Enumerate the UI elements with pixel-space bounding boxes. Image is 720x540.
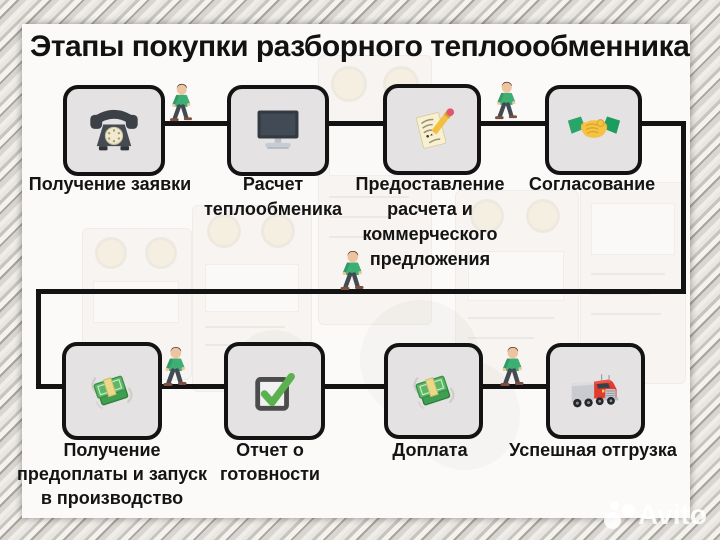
step-label: Успешная отгрузка bbox=[509, 440, 677, 460]
step-box-surcharge bbox=[384, 343, 483, 439]
step-label: Получение заявки bbox=[28, 174, 192, 194]
walking-person-icon bbox=[337, 249, 367, 293]
handshake-icon bbox=[567, 116, 620, 138]
step-box-shipment bbox=[546, 343, 645, 439]
step-label: Отчет о готовности bbox=[220, 440, 320, 484]
money-icon bbox=[84, 366, 140, 416]
step-label: Расчет теплообменика bbox=[203, 174, 343, 219]
step-label: Доплата bbox=[392, 440, 468, 460]
truck-icon bbox=[571, 374, 618, 408]
page-title: Этапы покупки разборного теплоообменника bbox=[30, 30, 690, 63]
step-box-agreement bbox=[545, 85, 642, 175]
computer-icon bbox=[257, 110, 299, 149]
step-label: Получение предоплаты и запуск в производ… bbox=[16, 440, 208, 508]
step-label: Предоставление расчета и коммерческого п… bbox=[355, 174, 505, 269]
phone-icon bbox=[90, 109, 138, 150]
walking-person-icon bbox=[160, 345, 190, 389]
walking-person-icon bbox=[491, 80, 521, 122]
step-box-calculation bbox=[227, 85, 329, 176]
memo-pencil-icon bbox=[415, 107, 455, 149]
step-box-readiness-report bbox=[224, 342, 325, 440]
connector-line bbox=[36, 289, 41, 389]
connector-line bbox=[36, 289, 686, 294]
avito-watermark: Avito bbox=[604, 499, 707, 531]
avito-logo-icon bbox=[604, 499, 638, 531]
checkbox-icon bbox=[254, 372, 295, 411]
connector-line bbox=[66, 121, 686, 126]
avito-watermark-text: Avito bbox=[638, 499, 707, 530]
step-box-prepayment bbox=[62, 342, 162, 440]
walking-person-icon bbox=[497, 345, 527, 389]
step-box-proposal bbox=[383, 84, 481, 175]
step-box-request bbox=[63, 85, 165, 176]
connector-line bbox=[681, 121, 686, 294]
walking-person-icon bbox=[166, 82, 196, 124]
step-label: Согласование bbox=[528, 174, 656, 194]
money-icon bbox=[406, 366, 462, 416]
